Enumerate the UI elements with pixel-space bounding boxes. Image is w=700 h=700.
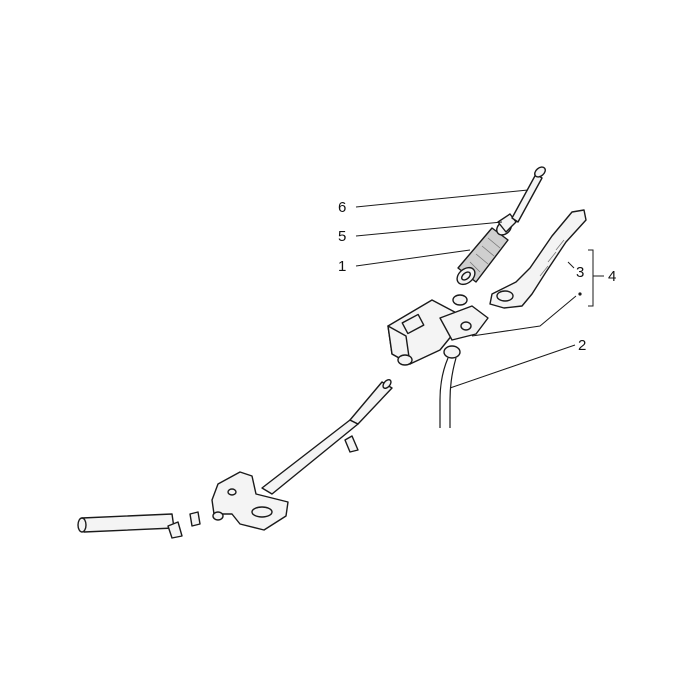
left-tube-segment bbox=[77, 511, 201, 539]
cable-assembly bbox=[439, 345, 461, 428]
callout-2: 2 bbox=[578, 337, 586, 354]
callout-5: 5 bbox=[338, 228, 346, 245]
handlebar-tube bbox=[261, 379, 393, 495]
pin-dot bbox=[578, 292, 582, 296]
callout-4: 4 bbox=[608, 268, 616, 285]
grip-screw bbox=[511, 166, 546, 223]
leader-6 bbox=[355, 189, 529, 208]
leader-lines bbox=[355, 189, 604, 389]
lower-mount-bracket bbox=[211, 471, 289, 531]
switch-housing bbox=[387, 294, 489, 366]
callout-6: 6 bbox=[338, 199, 346, 216]
leader-2 bbox=[449, 344, 576, 389]
leader-lever-pin bbox=[471, 295, 577, 337]
brake-lever bbox=[489, 209, 587, 309]
leader-5 bbox=[355, 221, 503, 237]
callout-3: 3 bbox=[576, 264, 584, 281]
handle-grip bbox=[456, 227, 509, 286]
leader-1 bbox=[355, 249, 471, 267]
callout-1: 1 bbox=[338, 258, 346, 275]
bracket-4 bbox=[588, 249, 594, 307]
leader-3 bbox=[567, 261, 575, 269]
grip-end-cap bbox=[496, 213, 517, 236]
